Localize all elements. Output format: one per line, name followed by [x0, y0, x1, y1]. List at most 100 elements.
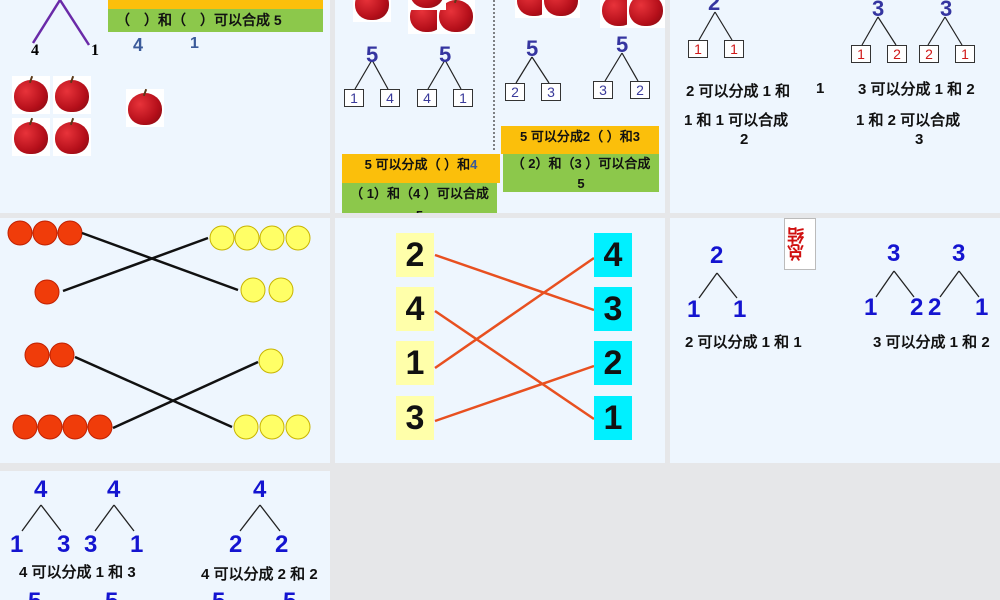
fill-answer-b: 1 — [190, 35, 199, 52]
slide-thumbnail-2[interactable]: 5 1 4 5 4 1 5 2 3 5 3 2 5 可以分成（ ）和4 （ 1）… — [335, 0, 665, 213]
tree-left: 1 — [864, 294, 878, 321]
slide-thumbnail-6[interactable]: 总结 2 1 1 3 1 2 3 2 1 2 可以分成 1 和 1 3 可以分成… — [670, 218, 1000, 463]
sentence: 3 — [915, 131, 924, 148]
stray-number: 1 — [816, 80, 825, 97]
tree-lines — [31, 0, 91, 46]
answer-box: 1 — [724, 40, 744, 58]
tree-top: 5 — [366, 42, 379, 67]
sentence: 2 — [740, 131, 749, 148]
yellow-dot — [268, 277, 294, 303]
tree-left: 2 — [229, 531, 243, 558]
banner-text: （ 2）和（3 ）可以合成 — [511, 156, 651, 171]
tree-right-number: 1 — [91, 42, 99, 59]
tree-top: 5 — [283, 588, 296, 600]
slide-thumbnail-1[interactable]: 4 1 （ ）和（ ）可以合成 5 4 1 — [0, 0, 330, 213]
answer-box: 1 — [955, 45, 975, 63]
tree-right: 1 — [975, 294, 989, 321]
banner-text: 5 — [577, 176, 585, 191]
right-number-card: 3 — [594, 287, 632, 331]
orange-banner: 5 可以分成（ ）和4 — [342, 154, 500, 183]
banner-text: 5 可以分成（ ）和 — [364, 157, 471, 172]
tree-right: 1 — [130, 531, 144, 558]
tree-right: 2 — [910, 294, 924, 321]
tree-top: 2 — [710, 242, 724, 269]
left-number-card: 4 — [396, 287, 434, 331]
tree-lines — [698, 270, 980, 299]
sentence: 4 可以分成 1 和 3 — [19, 564, 136, 581]
right-number-card: 1 — [594, 396, 632, 440]
fill-answer: 4 — [470, 157, 478, 172]
tree-top: 5 — [526, 36, 539, 61]
sentence: 1 和 1 可以合成 — [684, 112, 789, 129]
right-number-card: 4 — [594, 233, 632, 277]
slide-thumbnail-4[interactable] — [0, 218, 330, 463]
tree-top: 4 — [253, 476, 267, 503]
green-banner: （ 2）和（3 ）可以合成 5 — [503, 154, 659, 192]
match-line — [81, 231, 239, 292]
match-line — [434, 309, 595, 421]
answer-box: 3 — [541, 83, 561, 101]
sentence: 3 可以分成 1 和 2 — [858, 81, 975, 98]
sentence: 2 可以分成 1 和 1 — [685, 334, 802, 351]
left-number-card: 1 — [396, 341, 434, 385]
sentence: 1 和 2 可以合成 — [856, 112, 961, 129]
banner-text: 5 — [416, 208, 423, 213]
tree-top: 3 — [872, 0, 885, 21]
tree-top: 5 — [28, 588, 41, 600]
tree-top: 5 — [212, 588, 225, 600]
answer-box: 2 — [630, 81, 650, 99]
left-number-card: 2 — [396, 233, 434, 277]
yellow-dot — [285, 414, 311, 440]
slide-thumbnail-7[interactable]: 4 1 3 4 3 1 4 2 2 4 可以分成 1 和 3 4 可以分成 2 … — [0, 471, 330, 600]
orange-banner: 5 可以分成2（ ）和3 — [501, 126, 659, 154]
orange-banner — [108, 0, 323, 9]
red-dot — [7, 220, 33, 246]
tree-top: 5 — [105, 588, 118, 600]
match-line — [434, 256, 595, 370]
tree-left: 2 — [928, 294, 942, 321]
answer-box: 4 — [417, 89, 437, 107]
red-dot — [34, 279, 60, 305]
banner-text: （ ）和（ ）可以合成 5 — [116, 12, 282, 28]
right-number-card: 2 — [594, 341, 632, 385]
apple-image — [126, 89, 164, 127]
sentence: 4 可以分成 2 和 2 — [201, 566, 318, 583]
green-banner: （ ）和（ ）可以合成 5 — [108, 9, 323, 32]
slide-thumbnail-3[interactable]: 2 1 1 3 1 2 3 2 1 2 可以分成 1 和 1 和 1 可以合成 … — [670, 0, 1000, 213]
tree-lines — [354, 0, 639, 152]
red-dot — [12, 414, 38, 440]
yellow-dot — [233, 414, 259, 440]
answer-box: 2 — [505, 83, 525, 101]
apple-image — [408, 0, 446, 10]
tree-top: 4 — [34, 476, 48, 503]
red-dot — [87, 414, 113, 440]
tree-right: 3 — [57, 531, 71, 558]
sentence: 2 可以分成 1 和 — [686, 83, 791, 100]
red-dot — [32, 220, 58, 246]
yellow-dot — [209, 225, 235, 251]
answer-box: 4 — [380, 89, 400, 107]
red-dot — [57, 220, 83, 246]
sentence: 3 可以分成 1 和 2 — [873, 334, 990, 351]
red-dot — [37, 414, 63, 440]
tree-top: 3 — [887, 240, 901, 267]
match-line — [112, 360, 259, 430]
answer-box: 1 — [688, 40, 708, 58]
yellow-dot — [285, 225, 311, 251]
slide-thumbnail-5[interactable]: 2 4 1 3 4 3 2 1 — [335, 218, 665, 463]
tree-top: 3 — [940, 0, 953, 21]
yellow-dot — [234, 225, 260, 251]
answer-box: 2 — [919, 45, 939, 63]
tree-right: 1 — [733, 296, 747, 323]
yellow-dot — [259, 225, 285, 251]
fill-answer-a: 4 — [133, 35, 144, 55]
tree-top: 2 — [708, 0, 721, 15]
tree-left-number: 4 — [31, 42, 39, 59]
match-line — [434, 364, 595, 423]
tree-top: 5 — [439, 42, 452, 67]
apple-image — [53, 76, 91, 114]
tree-top: 3 — [952, 240, 966, 267]
yellow-dot — [258, 348, 284, 374]
yellow-dot — [259, 414, 285, 440]
